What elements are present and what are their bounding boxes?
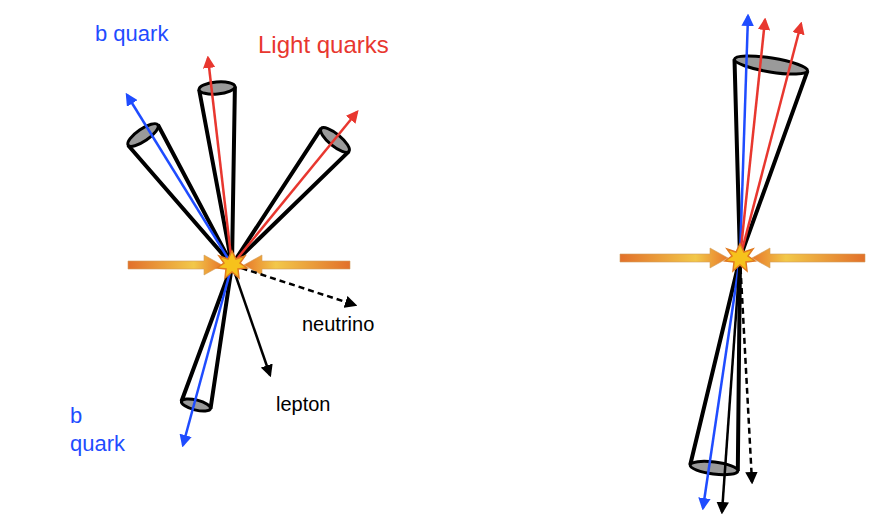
particle-label: b quark [70, 402, 110, 457]
particle-arrows [703, 16, 801, 512]
collision-burst [217, 251, 247, 278]
particle-label: Light quarks [258, 30, 389, 60]
particle-label: b quark [95, 20, 168, 48]
particle-label: lepton [276, 392, 331, 417]
particle-arrows [127, 58, 357, 445]
jet-cones [125, 81, 353, 414]
particle-label: neutrino [302, 312, 374, 337]
collision-burst [725, 244, 755, 271]
